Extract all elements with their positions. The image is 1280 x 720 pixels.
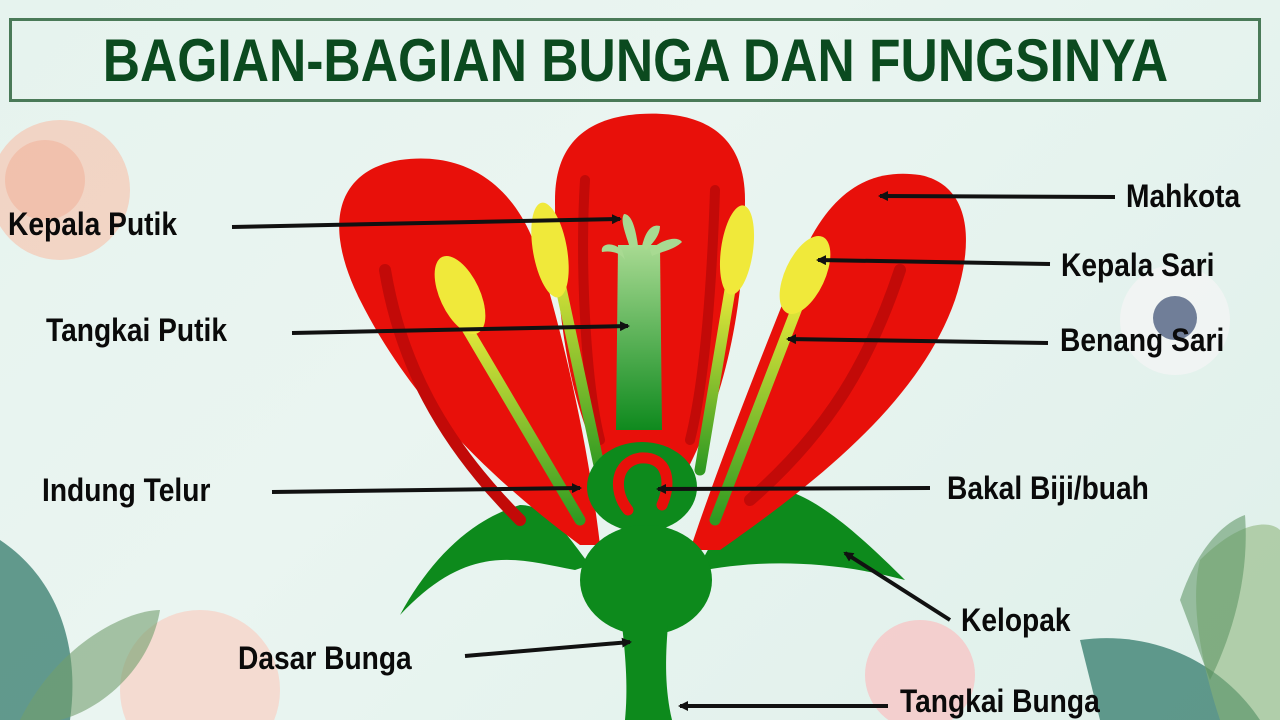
sepal-left <box>400 505 590 615</box>
label-mahkota: Mahkota <box>1126 178 1241 214</box>
arrow-indung-telur <box>271 483 582 494</box>
arrow-tangkai-putik <box>291 321 630 335</box>
arrow-kepala-sari <box>816 255 1051 266</box>
label-tangkai-bunga: Tangkai Bunga <box>900 683 1100 719</box>
arrow-bakal-biji <box>656 483 931 494</box>
label-bakal-biji: Bakal Biji/buah <box>947 470 1149 506</box>
label-tangkai-putik: Tangkai Putik <box>46 312 227 348</box>
label-kepala-putik: Kepala Putik <box>8 206 178 242</box>
title-frame: BAGIAN-BAGIAN BUNGA DAN FUNGSINYA <box>9 18 1261 102</box>
arrow-kelopak <box>843 551 952 622</box>
arrow-kepala-putik <box>231 214 622 229</box>
flower-stalk <box>622 625 672 720</box>
ovule <box>613 452 673 516</box>
anther <box>434 256 486 334</box>
label-kelopak: Kelopak <box>961 602 1071 638</box>
label-indung-telur: Indung Telur <box>42 472 211 508</box>
pistil-style <box>616 245 662 430</box>
anther <box>719 205 755 295</box>
arrow-mahkota <box>878 191 1116 202</box>
page-title: BAGIAN-BAGIAN BUNGA DAN FUNGSINYA <box>102 26 1168 94</box>
arrow-benang-sari <box>786 334 1049 345</box>
label-kepala-sari: Kepala Sari <box>1061 247 1215 283</box>
label-dasar-bunga: Dasar Bunga <box>238 640 412 676</box>
label-benang-sari: Benang Sari <box>1060 322 1225 358</box>
background-decoration <box>0 120 1280 720</box>
arrow-dasar-bunga <box>464 637 632 658</box>
receptacle <box>580 525 712 635</box>
ovary <box>587 442 697 532</box>
anther <box>531 202 569 298</box>
